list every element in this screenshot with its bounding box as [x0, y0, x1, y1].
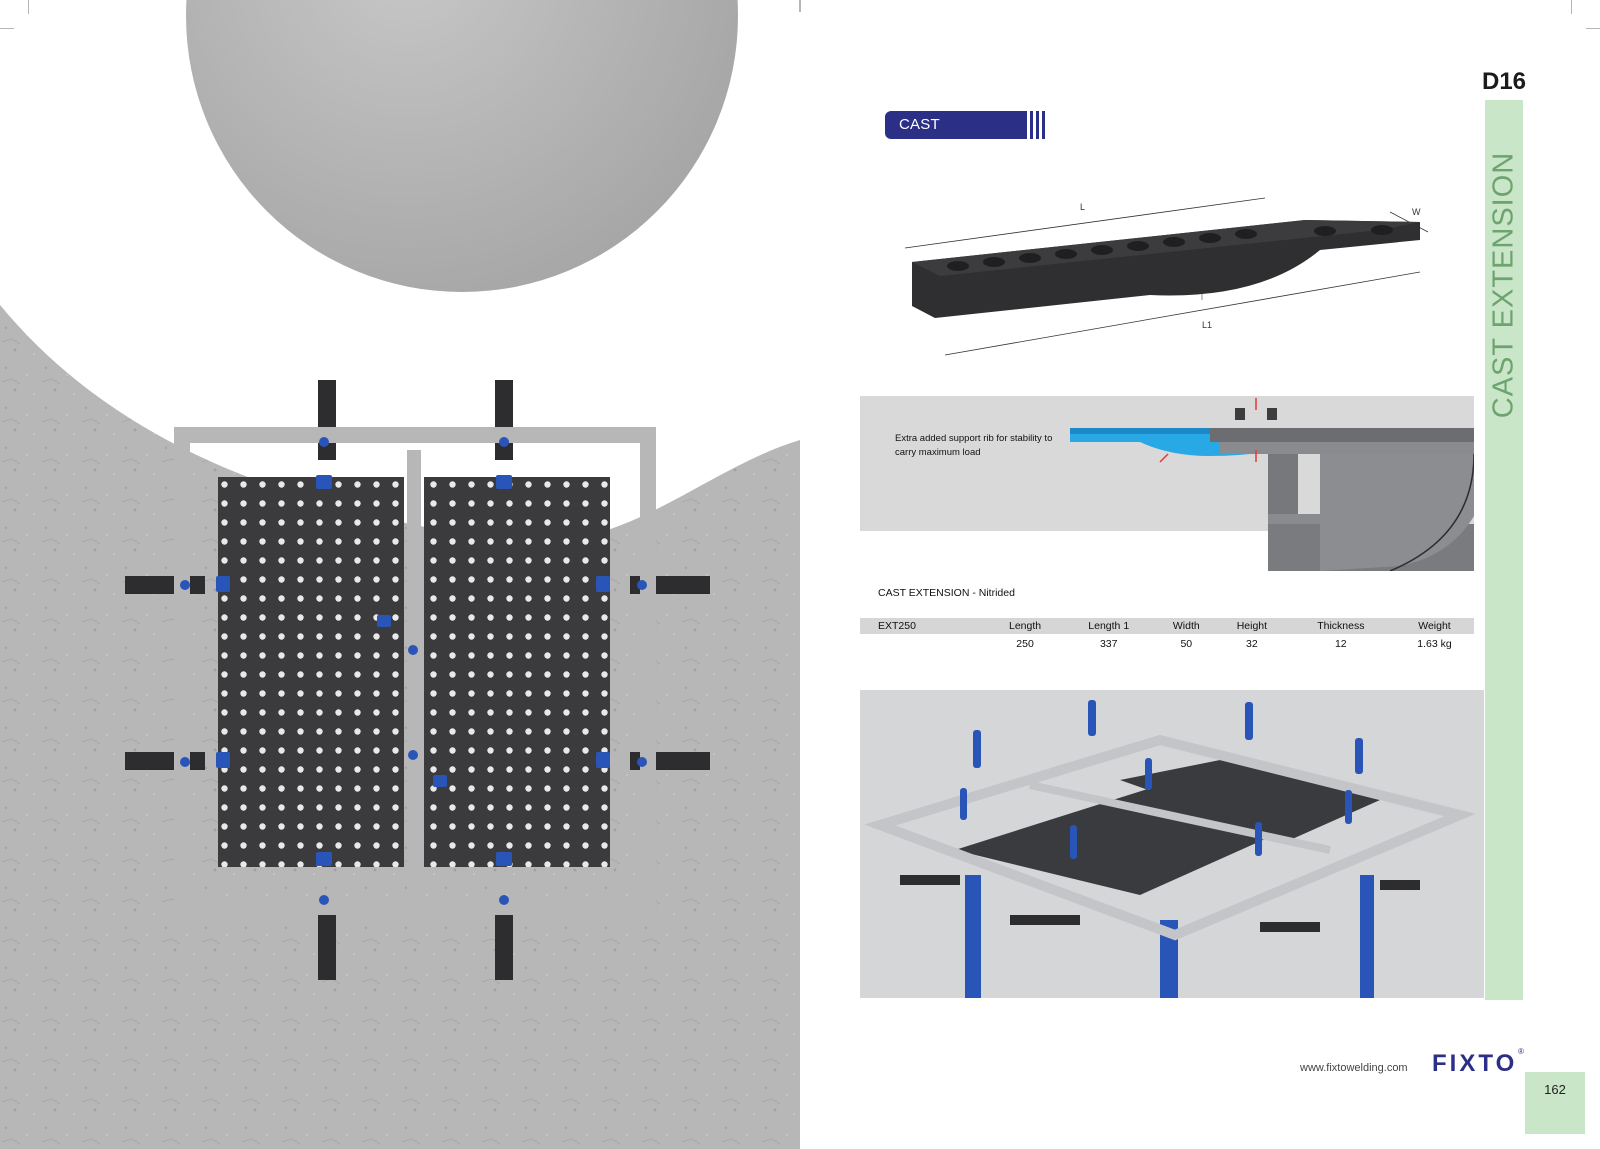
badge-stripe	[1030, 111, 1033, 139]
header-thickness: Thickness	[1286, 618, 1395, 634]
badge-stripe	[1042, 111, 1045, 139]
header-weight: Weight	[1394, 618, 1474, 634]
section-badge: CAST EXTENSION	[885, 111, 1027, 161]
header-length: Length	[988, 618, 1062, 634]
dimension-label-l: L	[1080, 202, 1085, 212]
header-model: EXT250	[860, 618, 989, 634]
website-link[interactable]: www.fixtowelding.com	[1300, 1062, 1408, 1074]
cell-width: 50	[1180, 638, 1193, 650]
brand-logo: FIXTO	[1432, 1050, 1518, 1077]
table-row: 250 337 50 32 12 1.63 kg	[860, 634, 1474, 654]
registered-mark: ®	[1518, 1047, 1524, 1056]
rib-note: Extra added support rib for stability to…	[895, 433, 1053, 458]
cell-weight: 1.63 kg	[1417, 638, 1452, 650]
crop-mark	[1586, 28, 1600, 29]
crop-mark	[1571, 0, 1572, 14]
product-code: D16	[1482, 68, 1527, 95]
dimension-label-w: W	[1412, 207, 1421, 217]
cell-length1: 337	[1099, 638, 1118, 650]
spec-table: EXT250 Length Length 1 Width Height Thic…	[860, 618, 1474, 654]
crop-mark	[0, 28, 14, 29]
cell-thickness: 12	[1334, 638, 1347, 650]
table-header-row: EXT250 Length Length 1 Width Height Thic…	[860, 618, 1474, 634]
table-title: CAST EXTENSION - Nitrided	[878, 587, 1015, 599]
welding-table-top-view	[125, 380, 710, 980]
header-height: Height	[1217, 618, 1287, 634]
page-number-box	[1525, 1072, 1585, 1134]
left-page	[0, 0, 800, 1149]
crop-mark	[28, 0, 29, 14]
cell-length: 250	[1016, 638, 1034, 650]
side-tab	[1485, 100, 1523, 1000]
header-length1: Length 1	[1061, 618, 1156, 634]
badge-stripe	[1036, 111, 1039, 139]
page-divider	[799, 0, 801, 12]
side-tab-label: CAST EXTENSION	[1487, 151, 1520, 419]
cell-model	[860, 634, 988, 654]
cell-height: 32	[1246, 638, 1258, 650]
header-width: Width	[1155, 618, 1218, 634]
page-number: 162	[1544, 1082, 1566, 1097]
welding-table-perspective-render	[860, 690, 1484, 998]
cast-extension-diagram: L W H L1	[904, 197, 1429, 356]
dimension-label-l1: L1	[1202, 320, 1212, 330]
rib-cross-section-diagram	[1070, 398, 1474, 571]
